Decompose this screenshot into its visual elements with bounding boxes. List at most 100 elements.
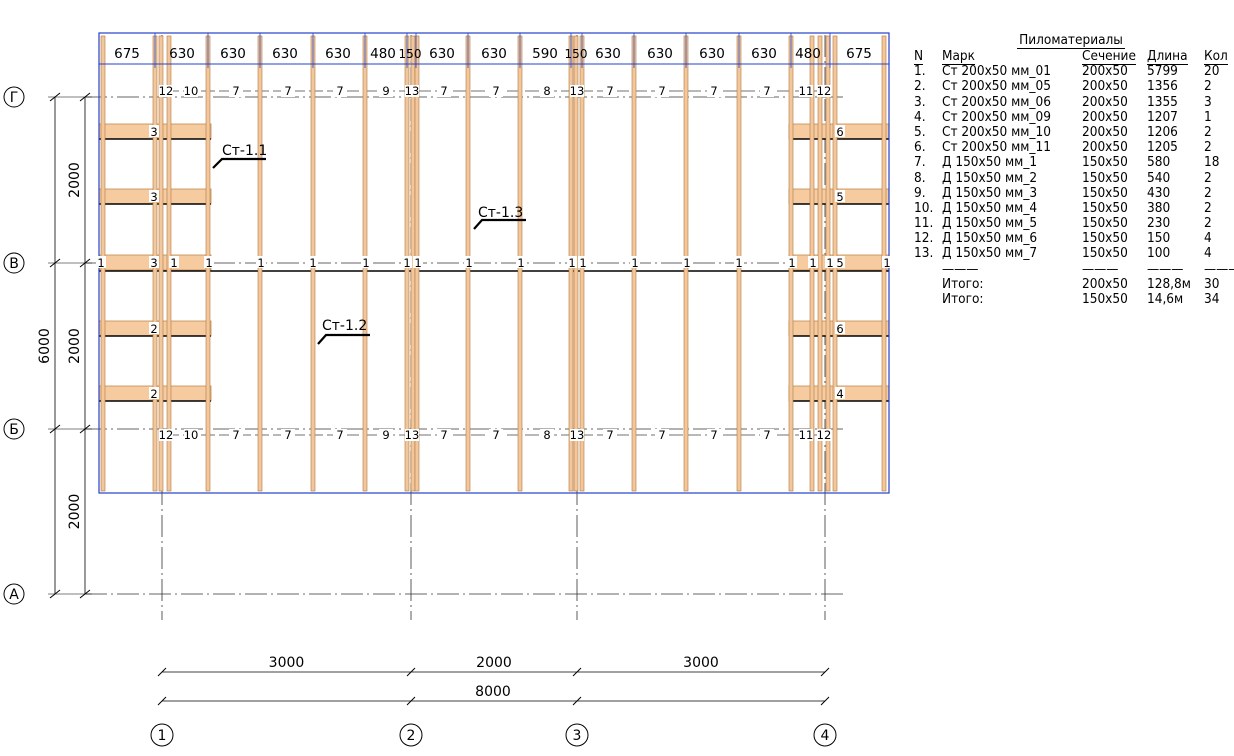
spec-cell-length: 100 xyxy=(1147,245,1171,262)
stud xyxy=(817,35,823,492)
spec-cell-section: 150x50 xyxy=(1082,169,1128,186)
wall-label: Ст-1.1 xyxy=(222,143,267,159)
spec-cell-qty: 2 xyxy=(1204,78,1212,95)
mark-bg xyxy=(835,125,845,137)
element-mark: 1 xyxy=(403,256,410,270)
spec-cell-section: 200x50 xyxy=(1082,63,1128,80)
element-mark: 7 xyxy=(710,428,717,442)
spec-cell-length: 380 xyxy=(1147,199,1171,216)
mark-bg xyxy=(489,85,503,97)
element-mark: 12 xyxy=(159,84,174,98)
element-mark: 7 xyxy=(284,428,291,442)
spec-cell-section: 200x50 xyxy=(1082,275,1128,292)
block-mark: 3 xyxy=(150,190,157,204)
element-mark: 3 xyxy=(150,256,157,270)
dim-value-horizontal: 3000 xyxy=(269,655,305,671)
top-spacing-value: 630 xyxy=(699,46,725,62)
spec-cell-length: 128,8м xyxy=(1147,275,1191,292)
axis-label-col: 3 xyxy=(573,728,582,744)
spec-cell-qty: 2 xyxy=(1204,123,1212,140)
spec-cell-section: 200x50 xyxy=(1082,93,1128,110)
top-spacing-value: 630 xyxy=(325,46,351,62)
top-spacing-value: 630 xyxy=(429,46,455,62)
element-mark: 11 xyxy=(799,84,814,98)
element-mark: 12 xyxy=(817,428,832,442)
mark-bg xyxy=(149,322,159,334)
spec-cell-qty: 2 xyxy=(1204,184,1212,201)
element-mark: 1 xyxy=(517,256,524,270)
mark-bg xyxy=(570,429,584,441)
mark-bg xyxy=(184,429,198,441)
mark-bg xyxy=(256,256,266,268)
dim-total-vertical: 6000 xyxy=(37,328,53,364)
mark-bg xyxy=(489,429,503,441)
spec-cell-mark: Ст 200x50 мм_11 xyxy=(942,139,1051,156)
spec-cell-mark: ——— xyxy=(942,260,979,277)
mark-bg xyxy=(603,85,617,97)
wall-studs xyxy=(100,35,887,492)
spec-cell-section: 150x50 xyxy=(1082,184,1128,201)
spec-cell-section: 150x50 xyxy=(1082,291,1128,307)
mark-bg xyxy=(760,85,774,97)
dim-tick xyxy=(406,696,416,706)
element-mark: 1 xyxy=(414,256,421,270)
mark-bg xyxy=(835,256,845,268)
block-mark: 4 xyxy=(836,387,843,401)
mark-bg xyxy=(578,256,588,268)
spec-cell-length: 14,6м xyxy=(1147,291,1184,307)
dim-tick xyxy=(572,696,582,706)
mark-bg xyxy=(734,256,744,268)
mark-bg xyxy=(630,256,640,268)
element-mark: 1 xyxy=(631,256,638,270)
spec-cell-n: 1. xyxy=(914,63,926,80)
element-mark: 1 xyxy=(883,256,890,270)
dim-value-vertical: 2000 xyxy=(67,494,83,530)
mark-bg xyxy=(229,429,243,441)
spec-cell-length: 1207 xyxy=(1147,108,1178,125)
spec-cell-n: 6. xyxy=(914,139,926,156)
element-mark: 5 xyxy=(836,256,843,270)
spec-cell-length: 1205 xyxy=(1147,139,1178,156)
mark-bg xyxy=(159,429,173,441)
mark-bg xyxy=(760,429,774,441)
element-mark: 1 xyxy=(170,256,177,270)
element-mark: 11 xyxy=(799,428,814,442)
spec-cell-mark: Д 150x50 мм_3 xyxy=(942,184,1038,201)
mark-bg xyxy=(184,85,198,97)
spec-cell-qty: 3 xyxy=(1204,93,1212,110)
mark-bg xyxy=(333,85,347,97)
element-mark: 13 xyxy=(570,84,585,98)
spec-cell-n: 13. xyxy=(914,245,934,262)
top-spacing-value: 630 xyxy=(272,46,298,62)
element-mark: 12 xyxy=(817,84,832,98)
dim-value-horizontal: 3000 xyxy=(683,655,719,671)
dim-tick xyxy=(820,696,830,706)
spec-cell-mark: Д 150x50 мм_7 xyxy=(942,245,1038,262)
mark-bg xyxy=(835,322,845,334)
dim-value-horizontal: 2000 xyxy=(476,655,512,671)
element-mark: 7 xyxy=(606,428,613,442)
mark-bg xyxy=(808,256,818,268)
element-mark: 7 xyxy=(232,84,239,98)
element-mark: 13 xyxy=(570,428,585,442)
mark-bg xyxy=(817,85,831,97)
spec-cell-n: 10. xyxy=(914,199,934,216)
block-mark: 6 xyxy=(836,322,843,336)
element-mark: 9 xyxy=(382,428,389,442)
mark-bg xyxy=(567,256,577,268)
block-mark: 3 xyxy=(150,125,157,139)
element-mark: 1 xyxy=(809,256,816,270)
spec-row: ———————————— xyxy=(906,260,1234,277)
dim-value-vertical: 2000 xyxy=(67,328,83,364)
top-spacing-value: 480 xyxy=(795,46,821,62)
mark-bg xyxy=(308,256,318,268)
mark-bg xyxy=(799,429,813,441)
spec-cell-qty: 34 xyxy=(1204,291,1220,307)
axis-bubble-row xyxy=(3,86,25,108)
